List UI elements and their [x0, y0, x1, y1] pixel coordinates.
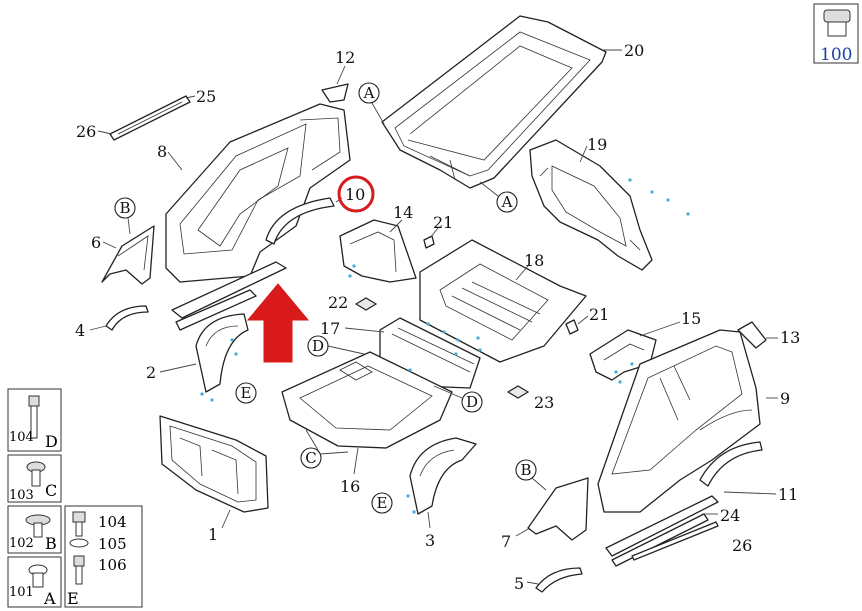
callout-3: 3 — [425, 531, 435, 550]
part-19-rear-frame — [529, 139, 653, 271]
callout-6: 6 — [91, 233, 101, 252]
callout-5: 5 — [514, 574, 524, 593]
part-21-clip-lower — [565, 319, 579, 335]
callout-22: 22 — [328, 293, 348, 312]
part-8-body-side-left — [165, 103, 351, 283]
callout-26-bottom: 26 — [732, 536, 752, 555]
part-rocker-right — [605, 495, 719, 567]
callout-21-lower: 21 — [589, 305, 609, 324]
callout-26-top: 26 — [76, 122, 96, 141]
marker-B-left: B — [119, 199, 130, 217]
fastener-102-label: 102 — [9, 536, 34, 551]
fastener-100-label: 100 — [820, 45, 852, 65]
highlight-circle-10 — [337, 175, 375, 213]
callout-15: 15 — [681, 309, 701, 328]
part-9-body-side-right — [597, 329, 761, 513]
callout-7: 7 — [501, 532, 511, 551]
marker-E-left: E — [241, 384, 252, 402]
part-1-front-structure — [159, 415, 269, 513]
callout-16: 16 — [340, 477, 360, 496]
clip-dots — [200, 178, 690, 514]
part-25-26-strip — [109, 95, 191, 141]
part-12-plate — [321, 83, 349, 103]
callout-21-upper: 21 — [433, 213, 453, 232]
callout-23: 23 — [534, 393, 554, 412]
callout-18: 18 — [524, 251, 544, 270]
callout-13: 13 — [780, 328, 800, 347]
red-arrow-icon — [246, 283, 310, 363]
callout-12: 12 — [335, 48, 355, 67]
marker-E-right: E — [377, 494, 388, 512]
part-2-wheelhouse-left — [195, 313, 249, 393]
part-7-fender-right — [527, 477, 589, 541]
part-15-wheelhouse-right — [589, 329, 657, 381]
part-6-fender-left — [101, 225, 155, 285]
callout-1: 1 — [208, 525, 218, 544]
marker-A-upper: A — [363, 84, 375, 102]
part-11-arch-strip — [699, 441, 763, 487]
fastener-103-letter: C — [45, 481, 57, 500]
callout-20: 20 — [624, 41, 644, 60]
part-rocker-left — [171, 261, 287, 331]
fastener-102-letter: B — [45, 534, 57, 553]
part-10-wheel-arch — [265, 197, 335, 245]
callout-25: 25 — [196, 87, 216, 106]
callout-4: 4 — [75, 321, 85, 340]
callout-9: 9 — [780, 389, 790, 408]
part-16-front-floor — [281, 351, 453, 449]
part-14-wheelhouse — [339, 219, 417, 283]
marker-D-upper: D — [312, 337, 324, 355]
fastener-101-letter: A — [43, 589, 56, 608]
marker-D-lower: D — [466, 393, 478, 411]
fastener-104b-label: 104 — [98, 513, 127, 531]
callout-24: 24 — [720, 506, 740, 525]
part-13-trim — [737, 321, 767, 349]
part-3-wheelhouse-right — [409, 437, 477, 515]
callout-11: 11 — [778, 485, 798, 504]
fastener-100-box: 100 — [813, 3, 859, 65]
fastener-104-letter: D — [45, 432, 58, 451]
part-21-clip-upper — [423, 235, 435, 249]
callout-8: 8 — [157, 142, 167, 161]
part-23-pad — [506, 385, 530, 399]
part-22-pad — [354, 297, 378, 311]
callout-19: 19 — [587, 135, 607, 154]
part-4-arch-strip — [105, 305, 149, 331]
part-5-arch-strip — [535, 567, 583, 593]
callout-2: 2 — [146, 363, 156, 382]
marker-C: C — [305, 449, 316, 467]
part-18-rear-floor — [419, 239, 587, 363]
fastener-E-letter: E — [67, 589, 79, 608]
part-20-roof — [381, 15, 607, 189]
marker-B-right: B — [520, 461, 531, 479]
fastener-101-label: 101 — [9, 585, 34, 600]
fastener-legend: 104 D 103 C 102 B 101 A 104 105 106 E — [7, 388, 143, 608]
callout-17: 17 — [320, 319, 340, 338]
fastener-105-label: 105 — [98, 535, 127, 553]
marker-A-lower: A — [501, 193, 513, 211]
fastener-106-label: 106 — [98, 556, 127, 574]
fastener-103-label: 103 — [9, 488, 34, 503]
callout-10: 10 — [345, 185, 365, 204]
fastener-104-label: 104 — [9, 430, 34, 445]
callout-14: 14 — [393, 203, 413, 222]
